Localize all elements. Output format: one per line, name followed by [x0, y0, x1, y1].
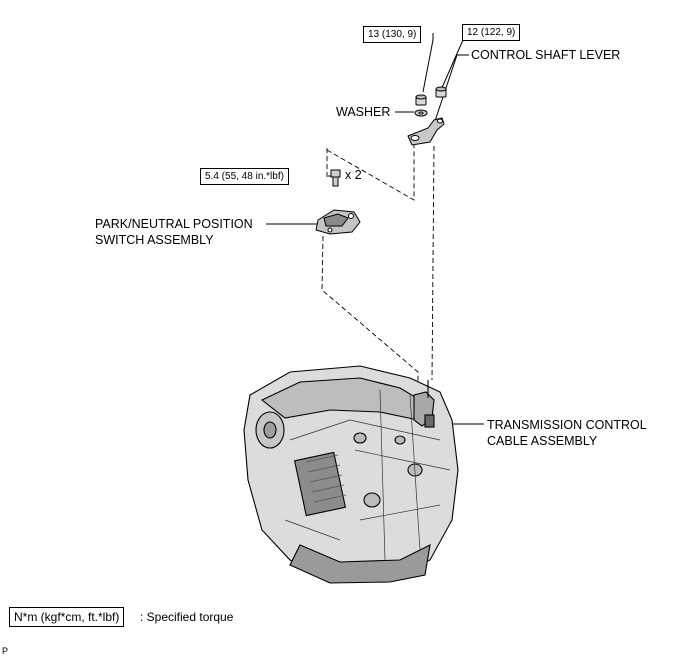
control-shaft-lever — [407, 117, 445, 146]
nut-right — [435, 86, 447, 98]
trans-cable-label-line2: CABLE ASSEMBLY — [487, 434, 598, 448]
dashed-guides — [321, 140, 435, 395]
park-neutral-label-line2: SWITCH ASSEMBLY — [95, 233, 214, 247]
washer — [414, 109, 428, 117]
legend-description: : Specified torque — [140, 610, 234, 624]
washer-label: WASHER — [336, 105, 391, 119]
trans-cable-label-line1: TRANSMISSION CONTROL — [487, 418, 647, 432]
page-mark: P — [2, 646, 9, 656]
park-neutral-switch — [315, 209, 361, 235]
park-neutral-label-line1: PARK/NEUTRAL POSITION — [95, 217, 253, 231]
bolt-qty-label: x 2 — [345, 168, 362, 182]
torque-box-bolt: 5.4 (55, 48 in.*lbf) — [200, 168, 289, 185]
torque-box-left: 13 (130, 9) — [363, 26, 422, 43]
control-shaft-lever-label: CONTROL SHAFT LEVER — [471, 48, 621, 62]
legend-unit-box: N*m (kgf*cm, ft.*lbf) — [9, 607, 125, 627]
nut-left — [415, 94, 427, 106]
bolt — [330, 169, 341, 187]
transmission-assembly — [243, 365, 459, 584]
leader-lines — [266, 33, 484, 425]
torque-box-right: 12 (122, 9) — [462, 24, 521, 41]
